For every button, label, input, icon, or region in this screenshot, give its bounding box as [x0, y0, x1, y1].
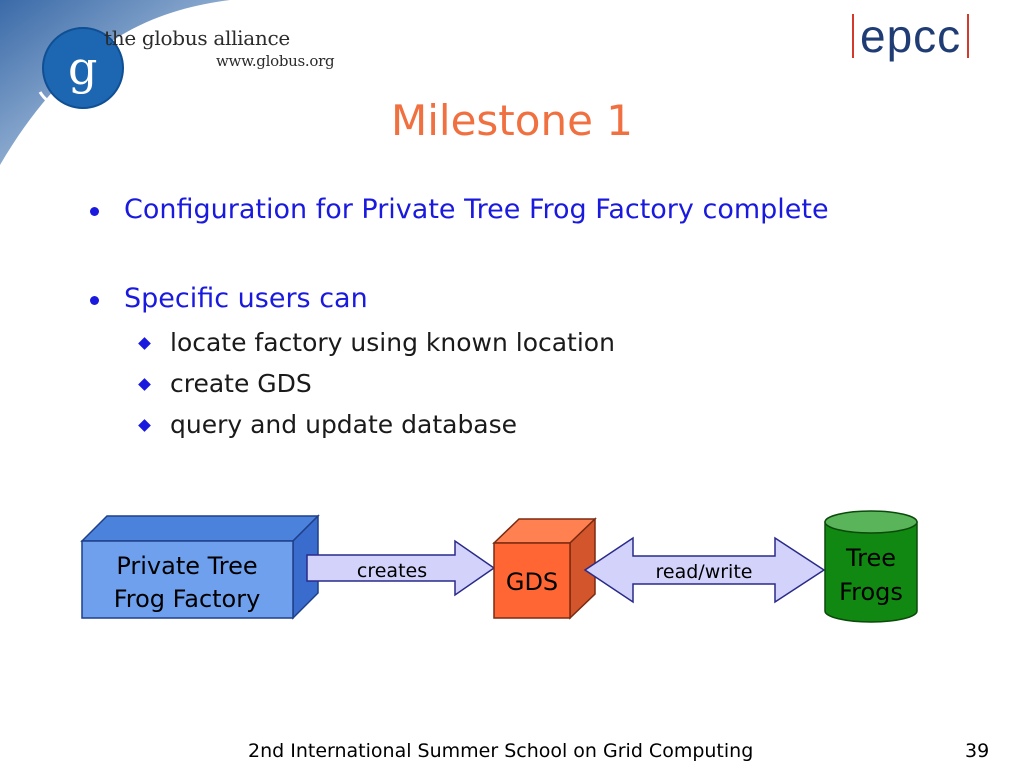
bullet-text: Specific users can: [124, 283, 368, 314]
factory-box: Private Tree Frog Factory: [80, 514, 320, 620]
database-label-line2: Frogs: [839, 578, 903, 606]
creates-arrow: creates: [306, 539, 496, 597]
readwrite-label: read/write: [656, 561, 753, 583]
database-label-line1: Tree: [845, 544, 896, 572]
bullet-text: Configuration for Private Tree Frog Fact…: [124, 194, 829, 225]
globus-logo: g: [38, 27, 148, 115]
epcc-left-bar: [852, 13, 854, 58]
epcc-logo: epcc: [852, 8, 1017, 63]
creates-label: creates: [357, 560, 427, 582]
sub-bullet-item: locate factory using known location: [138, 328, 615, 357]
bullet-dot-icon: [90, 207, 99, 216]
epcc-right-bar: [967, 13, 970, 58]
slide-title: Milestone 1: [391, 96, 633, 145]
logo-letter: g: [68, 41, 97, 95]
sub-bullet-text: query and update database: [170, 410, 518, 439]
factory-label-line2: Frog Factory: [114, 585, 261, 613]
bullet-item: Specific users can: [90, 283, 368, 314]
factory-diagram: Private Tree Frog Factory creates GDS re…: [80, 510, 918, 623]
readwrite-arrow: read/write: [583, 536, 826, 604]
diamond-bullet-icon: [138, 378, 151, 391]
footer-text: 2nd International Summer School on Grid …: [248, 740, 754, 762]
epcc-logo-text: epcc: [860, 9, 962, 62]
sub-bullet-text: create GDS: [170, 369, 312, 398]
database-cylinder: Tree Frogs: [824, 510, 918, 623]
brand-name: the globus alliance: [104, 26, 290, 50]
sub-bullet-item: query and update database: [138, 410, 518, 439]
gds-label: GDS: [506, 568, 558, 596]
diamond-bullet-icon: [138, 337, 151, 350]
bullet-dot-icon: [90, 296, 99, 305]
brand-url: www.globus.org: [216, 52, 335, 70]
diamond-bullet-icon: [138, 419, 151, 432]
sub-bullet-item: create GDS: [138, 369, 312, 398]
page-number: 39: [965, 740, 990, 762]
factory-label-line1: Private Tree: [116, 552, 257, 580]
gds-box: GDS: [492, 517, 597, 620]
bullet-item: Configuration for Private Tree Frog Fact…: [90, 194, 829, 225]
sub-bullet-text: locate factory using known location: [170, 328, 615, 357]
